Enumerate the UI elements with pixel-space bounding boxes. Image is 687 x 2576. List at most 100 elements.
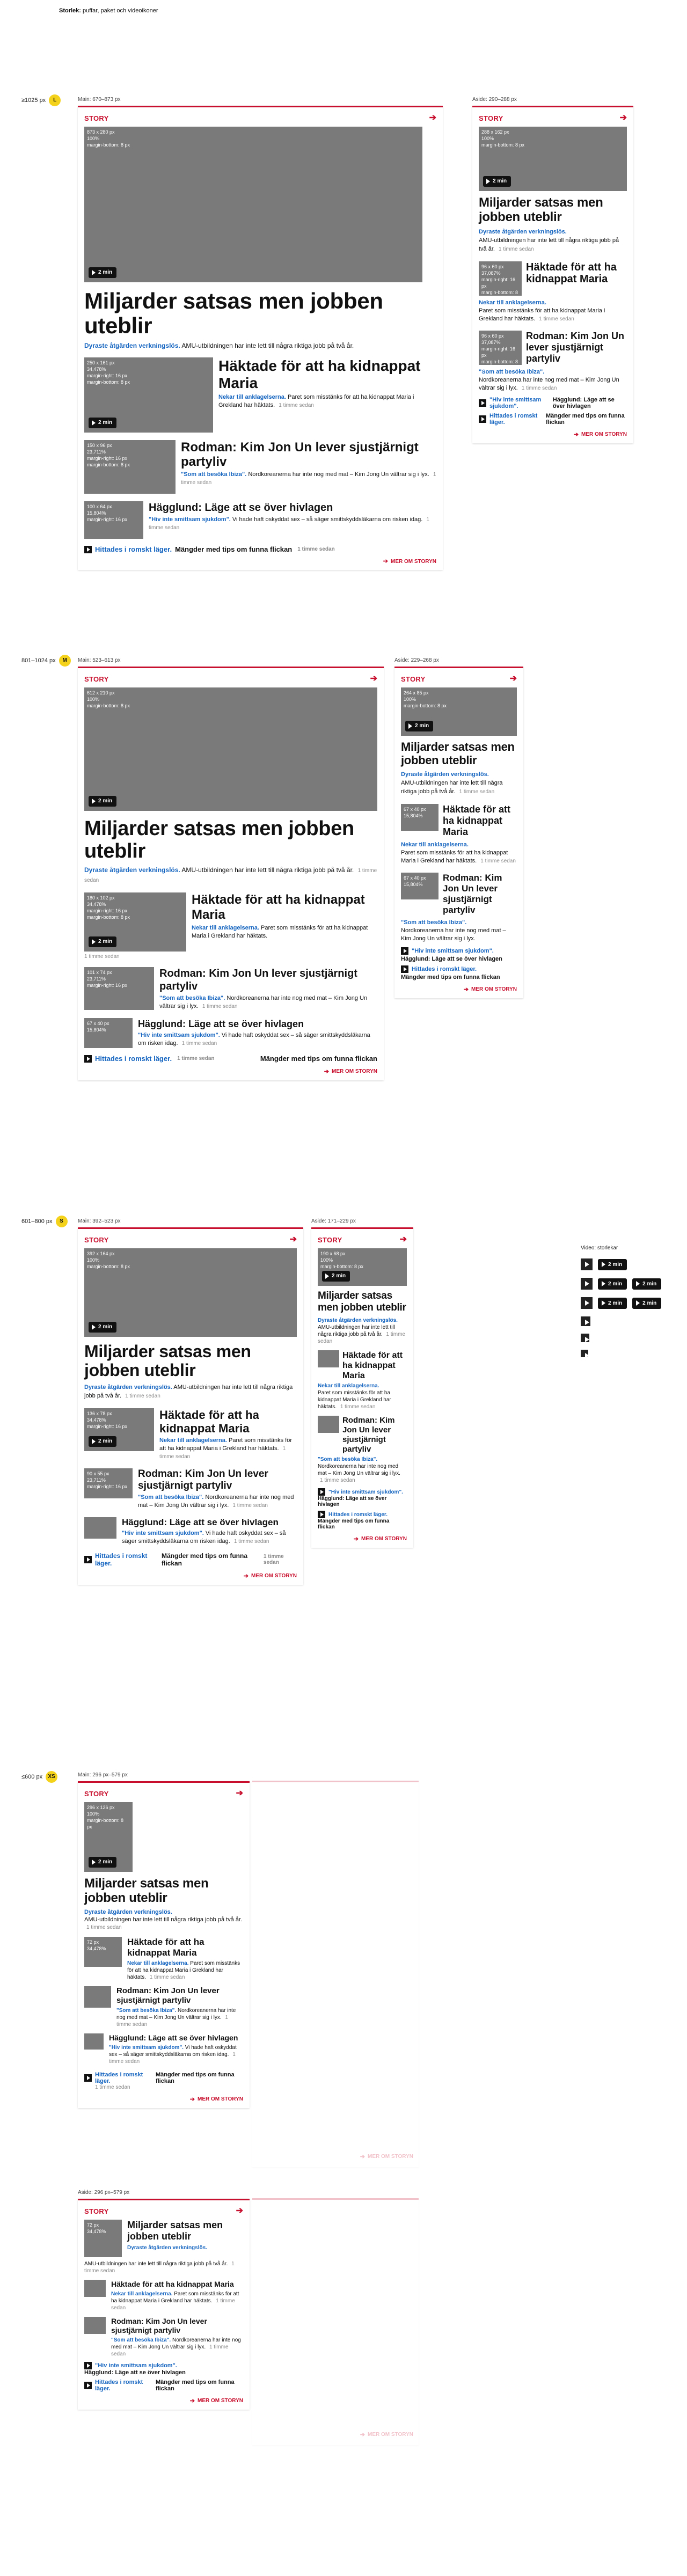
video-duration-chip[interactable]: 2 min bbox=[89, 1322, 117, 1333]
aside-sub-image[interactable]: 67 x 40 px 15,804% bbox=[401, 873, 438, 899]
video-chip[interactable]: 2 min bbox=[598, 1258, 627, 1270]
play-icon[interactable] bbox=[581, 1334, 589, 1342]
aside-sub-headline-2[interactable]: Rodman: Kim Jon Un lever sjustjärnigt pa… bbox=[111, 2317, 207, 2334]
more-link[interactable]: ➔MER OM STORYN bbox=[84, 2397, 243, 2404]
aside-image[interactable]: 72 px 34,478% bbox=[84, 2220, 122, 2257]
sub-image-3[interactable] bbox=[84, 1517, 116, 1539]
aside-sub-headline-1[interactable]: Häktade för att ha kidnappat Maria bbox=[443, 804, 511, 837]
aside-sub-headline-1[interactable]: Häktade för att ha kidnappat Maria bbox=[342, 1351, 403, 1380]
main-image[interactable]: 873 x 280 px 100% margin-bottom: 8 px 2 … bbox=[84, 127, 422, 282]
story-label[interactable]: STORY bbox=[401, 675, 426, 683]
play-icon[interactable] bbox=[581, 1297, 593, 1309]
aside-image[interactable]: 288 x 162 px 100% margin-bottom: 8 px 2 … bbox=[479, 127, 627, 191]
video-duration-chip[interactable]: 2 min bbox=[405, 721, 434, 731]
aside-sub-headline-2[interactable]: Rodman: Kim Jon Un lever sjustjärnigt pa… bbox=[526, 331, 624, 364]
more-link[interactable]: ➔MER OM STORYN bbox=[84, 1068, 377, 1075]
video-duration-chip[interactable]: 2 min bbox=[483, 176, 511, 187]
sub-headline-3[interactable]: Hägglund: Läge att se över hivlagen bbox=[109, 2033, 238, 2042]
aside-sub-image[interactable]: 96 x 60 px 37,087% margin-right: 16 px m… bbox=[479, 331, 522, 371]
arrow-right-icon[interactable]: ➔ bbox=[236, 2206, 243, 2215]
sub-image-1[interactable]: 180 x 102 px 34,478% margin-right: 16 px… bbox=[84, 892, 186, 952]
story-label[interactable]: STORY bbox=[84, 1235, 109, 1244]
aside-headline[interactable]: Miljarder satsas men jobben uteblir bbox=[318, 1290, 406, 1313]
aside-image[interactable]: 264 x 85 px 100% margin-bottom: 8 px 2 m… bbox=[401, 687, 517, 736]
aside-sub-image[interactable] bbox=[318, 1350, 339, 1367]
related-link[interactable]: Hittades i romskt läger. 1 timme sedan M… bbox=[84, 1055, 377, 1063]
video-duration-chip[interactable]: 2 min bbox=[89, 796, 117, 807]
main-image[interactable]: 296 x 126 px 100% margin-bottom: 8 px 2 … bbox=[84, 1802, 133, 1872]
more-link[interactable]: ➔MER OM STORYN bbox=[84, 1572, 297, 1579]
play-icon[interactable] bbox=[581, 1258, 593, 1270]
aside-sub-headline-1[interactable]: Häktade för att ha kidnappat Maria bbox=[111, 2280, 234, 2288]
related-link[interactable]: Hittades i romskt läger. Mängder med tip… bbox=[84, 545, 436, 553]
related-link[interactable]: "Hiv inte smittsam sjukdom". bbox=[318, 1488, 407, 1496]
aside-sub-image[interactable] bbox=[318, 1416, 339, 1433]
aside-sub-headline-2[interactable]: Rodman: Kim Jon Un lever sjustjärnigt pa… bbox=[443, 873, 502, 915]
story-label[interactable]: STORY bbox=[318, 1235, 342, 1244]
aside-sub-image[interactable]: 67 x 40 px 15,804% bbox=[401, 804, 438, 831]
sub-image-1[interactable]: 136 x 78 px 34,478% margin-right: 16 px … bbox=[84, 1408, 154, 1451]
play-icon[interactable] bbox=[581, 1350, 589, 1358]
story-label[interactable]: STORY bbox=[84, 2207, 109, 2215]
main-headline[interactable]: Miljarder satsas men jobben uteblir bbox=[84, 1342, 251, 1380]
main-image[interactable]: 612 x 210 px 100% margin-bottom: 8 px 2 … bbox=[84, 687, 377, 811]
sub-headline-1[interactable]: Häktade för att ha kidnappat Maria bbox=[192, 892, 365, 922]
main-headline[interactable]: Miljarder satsas men jobben uteblir bbox=[84, 1876, 209, 1905]
more-link[interactable]: ➔MER OM STORYN bbox=[318, 1535, 407, 1542]
aside-sub-image[interactable] bbox=[84, 2280, 106, 2297]
related-link[interactable]: Hittades i romskt läger. Mängder med tip… bbox=[479, 413, 627, 426]
sub-image-2[interactable] bbox=[84, 1986, 111, 2008]
video-chip[interactable]: 2 min bbox=[632, 1297, 662, 1309]
related-link[interactable]: Hittades i romskt läger. bbox=[401, 965, 517, 973]
sub-headline-3[interactable]: Hägglund: Läge att se över hivlagen bbox=[138, 1019, 304, 1029]
sub-headline-1[interactable]: Häktade för att ha kidnappat Maria bbox=[159, 1408, 259, 1435]
sub-image-2[interactable]: 101 x 74 px 23,711% margin-right: 16 px bbox=[84, 967, 154, 1010]
sub-image-3[interactable]: 100 x 64 px 15,804% margin-right: 16 px bbox=[84, 501, 143, 539]
arrow-right-icon[interactable]: ➔ bbox=[509, 674, 517, 683]
more-link[interactable]: ➔MER OM STORYN bbox=[401, 986, 517, 993]
related-link[interactable]: Hittades i romskt läger. Mängder med tip… bbox=[84, 2379, 243, 2392]
play-icon[interactable] bbox=[581, 1316, 590, 1326]
more-link[interactable]: ➔MER OM STORYN bbox=[84, 559, 436, 565]
sub-headline-2[interactable]: Rodman: Kim Jon Un lever sjustjärnigt pa… bbox=[116, 1986, 220, 2005]
arrow-right-icon[interactable]: ➔ bbox=[370, 674, 377, 683]
arrow-right-icon[interactable]: ➔ bbox=[289, 1235, 297, 1244]
more-link[interactable]: ➔MER OM STORYN bbox=[479, 431, 627, 438]
aside-sub-image[interactable] bbox=[84, 2317, 106, 2334]
video-duration-chip[interactable]: 2 min bbox=[89, 1436, 117, 1447]
play-icon[interactable] bbox=[581, 1278, 593, 1290]
aside-image[interactable]: 190 x 68 px 100% margin-bottom: 8 px 2 m… bbox=[318, 1248, 407, 1286]
video-duration-chip[interactable]: 2 min bbox=[89, 267, 117, 278]
aside-sub-headline-2[interactable]: Rodman: Kim Jon Un lever sjustjärnigt pa… bbox=[342, 1416, 395, 1454]
sub-headline-1[interactable]: Häktade för att ha kidnappat Maria bbox=[218, 357, 421, 391]
story-label[interactable]: STORY bbox=[84, 675, 109, 683]
story-label[interactable]: STORY bbox=[479, 114, 503, 122]
video-chip[interactable]: 2 min bbox=[598, 1297, 627, 1309]
related-link[interactable]: Hittades i romskt läger. Mängder med tip… bbox=[84, 1552, 297, 1567]
arrow-right-icon[interactable]: ➔ bbox=[399, 1235, 407, 1244]
video-chip[interactable]: 2 min bbox=[598, 1278, 627, 1290]
story-label[interactable]: STORY bbox=[84, 1789, 109, 1798]
related-link[interactable]: "Hiv inte smittsam sjukdom". bbox=[84, 2362, 243, 2369]
video-duration-chip[interactable]: 2 min bbox=[89, 1857, 117, 1868]
sub-image-2[interactable]: 150 x 96 px 23,711% margin-right: 16 px … bbox=[84, 440, 176, 494]
more-link[interactable]: ➔MER OM STORYN bbox=[84, 2096, 243, 2103]
aside-sub-image[interactable]: 96 x 60 px 37,087% margin-right: 16 px m… bbox=[479, 261, 522, 302]
main-image[interactable]: 392 x 164 px 100% margin-bottom: 8 px 2 … bbox=[84, 1248, 297, 1337]
video-duration-chip[interactable]: 2 min bbox=[89, 936, 117, 947]
sub-headline-2[interactable]: Rodman: Kim Jon Un lever sjustjärnigt pa… bbox=[138, 1468, 268, 1491]
aside-headline[interactable]: Miljarder satsas men jobben uteblir bbox=[479, 195, 603, 224]
sub-headline-3[interactable]: Hägglund: Läge att se över hivlagen bbox=[122, 1517, 279, 1527]
sub-image-3[interactable]: 67 x 40 px 15,804% bbox=[84, 1018, 133, 1048]
aside-sub-headline-1[interactable]: Häktade för att ha kidnappat Maria bbox=[526, 261, 617, 285]
aside-headline[interactable]: Miljarder satsas men jobben uteblir bbox=[127, 2220, 223, 2242]
story-label[interactable]: STORY bbox=[84, 114, 109, 122]
main-headline[interactable]: Miljarder satsas men jobben uteblir bbox=[84, 288, 383, 338]
sub-headline-2[interactable]: Rodman: Kim Jon Un lever sjustjärnigt pa… bbox=[159, 968, 357, 992]
related-link[interactable]: Hittades i romskt läger. Mängder med tip… bbox=[84, 2072, 243, 2084]
sub-headline-2[interactable]: Rodman: Kim Jon Un lever sjustjärnigt pa… bbox=[181, 440, 419, 469]
video-chip[interactable]: 2 min bbox=[632, 1278, 662, 1290]
arrow-right-icon[interactable]: ➔ bbox=[619, 113, 627, 122]
sub-image-1[interactable]: 72 px 34,478% bbox=[84, 1937, 122, 1967]
sub-headline-1[interactable]: Häktade för att ha kidnappat Maria bbox=[127, 1937, 204, 1958]
